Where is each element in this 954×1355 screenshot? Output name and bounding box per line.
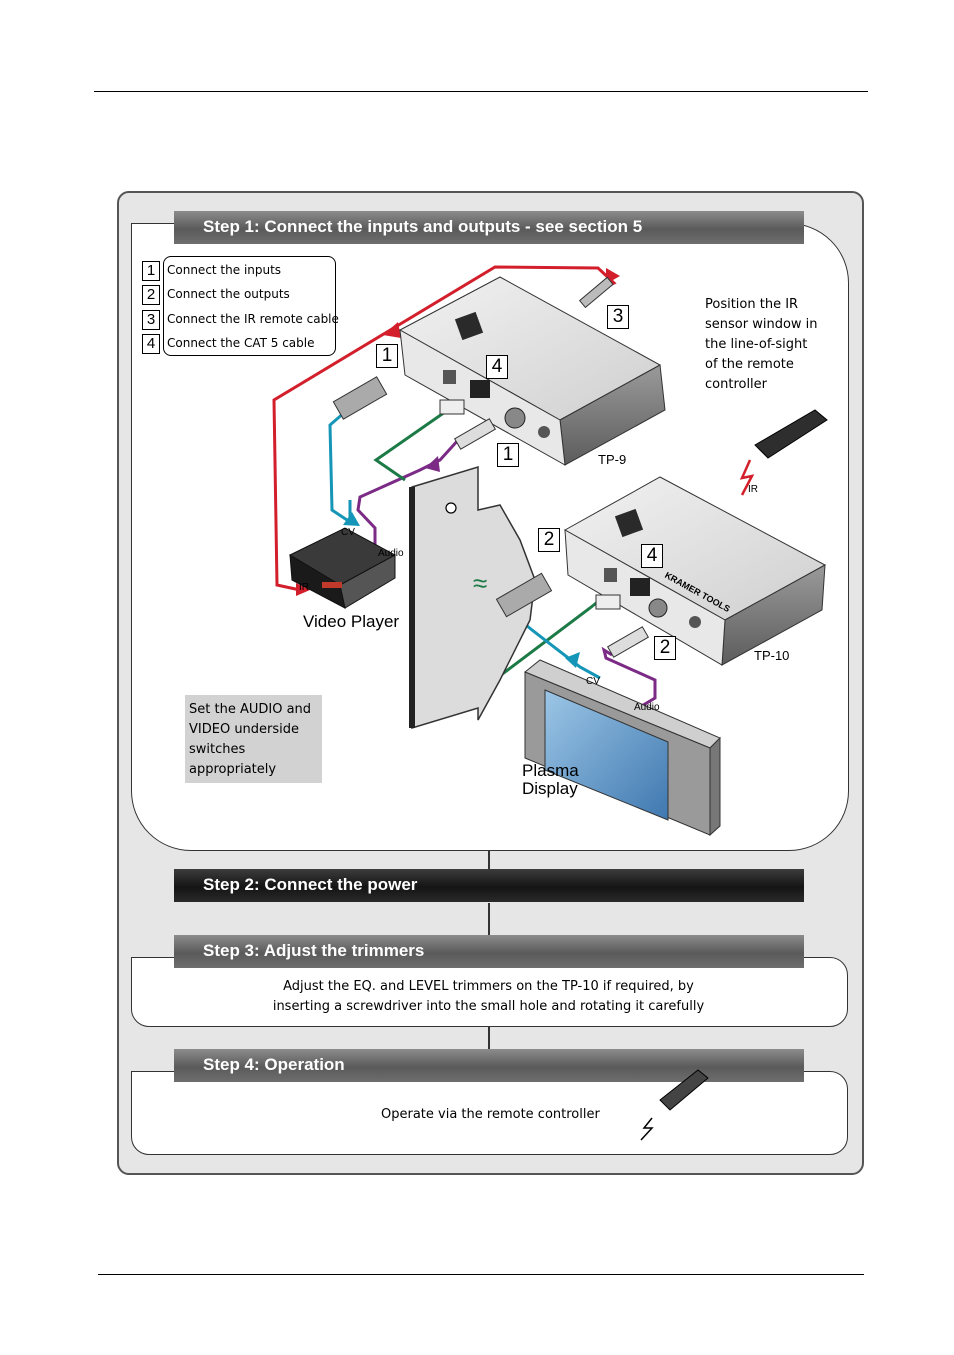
step4-text: Operate via the remote controller <box>381 1107 600 1122</box>
tp10-device <box>563 476 827 666</box>
note-line: VIDEO underside <box>189 722 300 737</box>
legend-text: Connect the IR remote cable <box>167 312 339 326</box>
header-rule <box>94 91 868 92</box>
note-line: controller <box>705 377 768 392</box>
step4-panel <box>131 1071 848 1155</box>
ir-signal-icon <box>640 1117 654 1141</box>
callout-tp10-output: 2 <box>538 528 560 552</box>
callout-tp9-cat5: 4 <box>486 355 508 379</box>
note-line: sensor window in <box>705 317 818 332</box>
note-line: switches <box>189 742 246 757</box>
ir-label: IR <box>299 582 309 593</box>
tp9-label: TP-9 <box>598 452 627 467</box>
legend-number: 3 <box>142 310 160 330</box>
callout-tp9-audio-input: 1 <box>497 443 519 467</box>
arrow-icon <box>296 583 310 596</box>
note-line: of the remote <box>705 357 794 372</box>
step3-text-line: inserting a screwdriver into the small h… <box>272 999 705 1014</box>
plasma-label: Plasma Display <box>522 762 579 798</box>
remote-icon <box>754 409 828 459</box>
legend-text: Connect the outputs <box>167 287 290 301</box>
audio-output-cable <box>601 646 657 715</box>
plasma-label-line: Display <box>522 779 578 798</box>
ir-label: IR <box>748 484 758 495</box>
cv-label: CV <box>341 527 355 538</box>
legend-text: Connect the inputs <box>167 263 282 277</box>
audio-label: Audio <box>634 702 660 713</box>
step3-text: Adjust the EQ. and LEVEL trimmers on the… <box>131 977 846 1017</box>
cat5-plug <box>595 594 621 610</box>
footer-rule <box>98 1274 864 1275</box>
legend-number: 1 <box>142 261 160 281</box>
step2-title: Step 2: Connect the power <box>174 869 804 902</box>
switch-note-box <box>185 695 322 783</box>
note-line: Position the IR <box>705 297 799 312</box>
step3-title: Step 3: Adjust the trimmers <box>174 935 804 968</box>
rca-connector <box>606 626 650 658</box>
cv-label: CV <box>586 676 600 687</box>
legend-text: Connect the CAT 5 cable <box>167 336 315 350</box>
ir-position-note: Position the IR sensor window in the lin… <box>705 295 818 395</box>
callout-tp10-audio-output: 2 <box>654 636 676 660</box>
tp10-label: TP-10 <box>754 648 790 663</box>
audio-label: Audio <box>378 548 404 559</box>
arrow-icon <box>425 456 440 472</box>
legend-box <box>163 256 336 356</box>
ir-jack <box>578 276 614 309</box>
arrow-icon <box>383 322 401 338</box>
video-player-label: Video Player <box>303 612 400 631</box>
approx-symbol: ≈ <box>473 568 488 598</box>
step3-text-line: Adjust the EQ. and LEVEL trimmers on the… <box>283 979 694 994</box>
note-line: Set the AUDIO and <box>189 702 312 717</box>
rca-connector <box>453 418 497 450</box>
video-player <box>288 527 397 609</box>
callout-tp10-cat5: 4 <box>641 544 663 568</box>
legend-number: 4 <box>142 334 160 354</box>
cat5-plug <box>439 399 465 415</box>
ir-signal-icon <box>739 459 755 496</box>
step-connector <box>488 903 490 935</box>
step-connector <box>488 850 490 870</box>
tp9-device <box>398 276 666 466</box>
step-connector <box>488 1026 490 1050</box>
note-line: appropriately <box>189 762 277 777</box>
plasma-label-line: Plasma <box>522 761 579 780</box>
note-line: the line-of-sight <box>705 337 808 352</box>
callout-tp9-input: 1 <box>376 344 398 368</box>
arrow-icon <box>343 512 360 526</box>
bnc-connector <box>495 572 553 618</box>
arrow-icon <box>565 652 580 668</box>
callout-ir-cable: 3 <box>607 305 629 329</box>
audio-input-cable <box>356 436 462 552</box>
wall-hole <box>445 502 457 514</box>
bnc-connector <box>332 376 388 420</box>
plasma-display <box>524 659 721 837</box>
video-input-cable <box>328 410 352 525</box>
legend-number: 2 <box>142 285 160 305</box>
ir-cable <box>272 265 617 592</box>
switch-note: Set the AUDIO and VIDEO underside switch… <box>189 700 311 780</box>
remote-icon <box>659 1069 709 1111</box>
step1-title: Step 1: Connect the inputs and outputs -… <box>174 211 804 244</box>
